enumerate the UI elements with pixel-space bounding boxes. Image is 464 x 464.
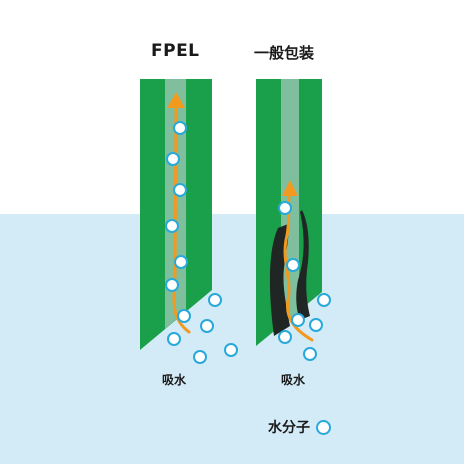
water-molecule — [174, 255, 188, 269]
water-molecule — [165, 219, 179, 233]
water-molecule — [173, 183, 187, 197]
legend: 水分子 — [268, 417, 331, 437]
water-molecule — [278, 201, 292, 215]
water-molecule — [303, 347, 317, 361]
general-water-molecules — [278, 201, 331, 361]
water-molecule — [166, 152, 180, 166]
water-molecule — [200, 319, 214, 333]
water-molecule — [177, 309, 191, 323]
clogged-fibers — [269, 210, 310, 336]
water-molecule-icon — [316, 419, 331, 435]
fpel-flow-arrow — [172, 104, 191, 334]
water-molecule — [291, 313, 305, 327]
general-arrow-head — [282, 180, 298, 196]
water-molecule — [193, 350, 207, 364]
fpel-title: FPEL — [151, 41, 200, 61]
water-molecule — [167, 332, 181, 346]
water-molecule — [208, 293, 222, 307]
water-molecule — [278, 330, 292, 344]
water-molecule — [317, 293, 331, 307]
water-molecule — [286, 258, 300, 272]
water-molecule — [309, 318, 323, 332]
fpel-arrow-head — [167, 92, 185, 108]
water-molecule — [165, 278, 179, 292]
legend-label: 水分子 — [268, 420, 310, 436]
general-absorb-caption: 吸水 — [281, 373, 306, 387]
general-packaging-title: 一般包装 — [254, 44, 315, 62]
fpel-absorb-caption: 吸水 — [162, 373, 187, 387]
fpel-water-molecules — [165, 121, 238, 364]
water-molecule — [224, 343, 238, 357]
water-area — [0, 214, 464, 464]
water-molecule — [173, 121, 187, 135]
